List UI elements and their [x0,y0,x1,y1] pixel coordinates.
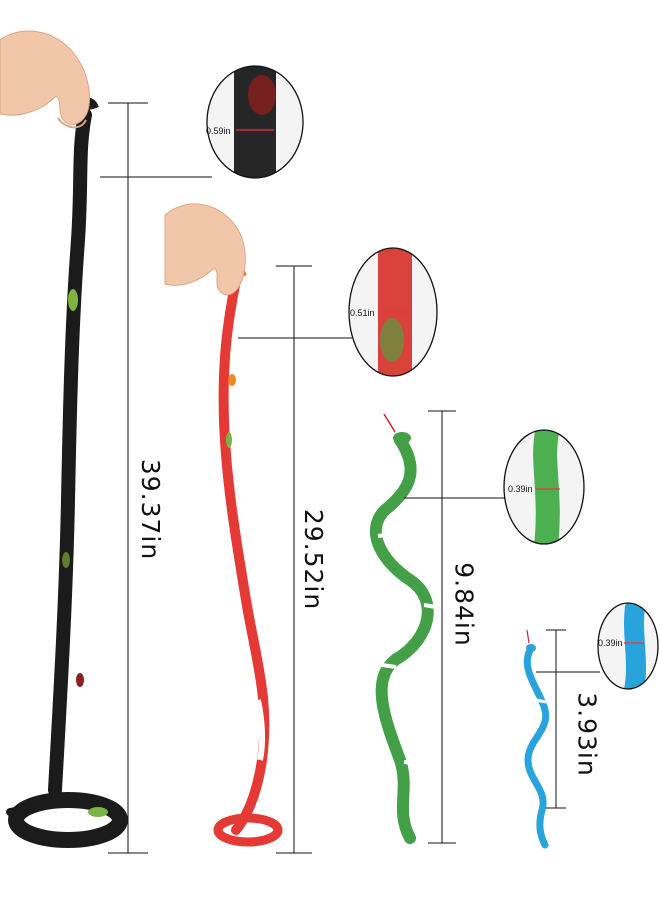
length-label-green: 9.84in [449,562,479,647]
inset-black-thickness: 0.59in [206,65,304,179]
blue-snake [523,629,550,849]
hand-holding-black-snake [0,30,90,129]
hand-holding-red-snake [164,203,246,296]
length-label-blue: 3.93in [572,692,602,777]
inset-green-thickness: 0.39in [503,429,585,545]
inset-blue-thickness: 0.39in [597,602,659,690]
measure-red [238,265,352,854]
measure-green [404,410,506,844]
red-snake [213,266,283,847]
measure-blue [536,629,600,809]
green-snake [369,413,437,844]
inset-black-label: 0.59in [206,126,231,136]
inset-green-label: 0.39in [508,484,533,494]
black-snake [6,97,128,848]
length-label-black: 39.37in [136,458,166,561]
inset-red-thickness: 0.51in [348,247,438,377]
inset-blue-label: 0.39in [598,638,623,648]
inset-red-label: 0.51in [350,308,375,318]
length-label-red: 29.52in [299,508,329,611]
measure-black [100,102,212,854]
